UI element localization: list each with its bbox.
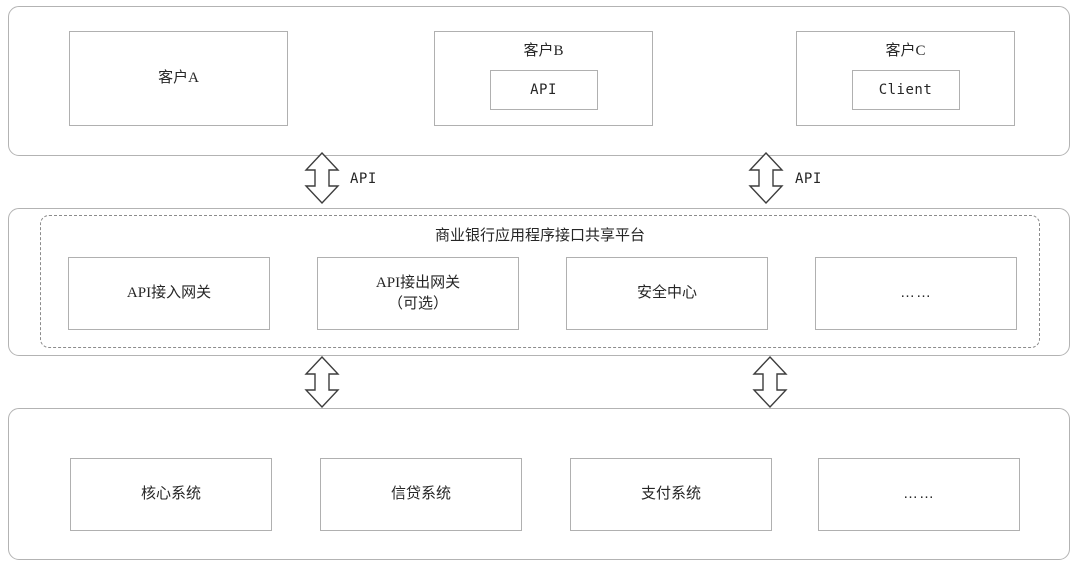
client-box-c[interactable]: 客户C Client [796, 31, 1015, 126]
platform-module-label: API接出网关 （可选） [375, 275, 461, 312]
system-box-more[interactable]: …… [818, 458, 1020, 531]
double-arrow-icon-platform-systems-left [304, 356, 340, 408]
system-box-payment[interactable]: 支付系统 [570, 458, 772, 531]
platform-module-api-egress-gateway[interactable]: API接出网关 （可选） [317, 257, 519, 330]
platform-module-label: 安全中心 [636, 285, 697, 302]
client-b-api-box[interactable]: API [489, 70, 598, 110]
system-label: 信贷系统 [390, 486, 451, 503]
system-label: 核心系统 [140, 486, 201, 503]
system-ellipsis-label: …… [903, 485, 935, 503]
client-b-label: 客户B [523, 43, 564, 59]
platform-title: 商业银行应用程序接口共享平台 [434, 228, 645, 244]
connector-label-api-right: API [795, 171, 822, 187]
client-box-a[interactable]: 客户A [69, 31, 288, 126]
client-box-b[interactable]: 客户B API [434, 31, 653, 126]
client-c-label: 客户C [885, 43, 926, 59]
double-arrow-icon-clients-platform-right [748, 152, 784, 204]
platform-module-label: API接入网关 [126, 285, 212, 302]
system-box-core[interactable]: 核心系统 [70, 458, 272, 531]
platform-module-api-ingress-gateway[interactable]: API接入网关 [68, 257, 270, 330]
client-c-client-box[interactable]: Client [851, 70, 960, 110]
connector-label-api-left: API [350, 171, 377, 187]
client-a-label: 客户A [158, 70, 199, 87]
double-arrow-icon-clients-platform-left [304, 152, 340, 204]
system-label: 支付系统 [640, 486, 701, 503]
platform-dashed-frame [40, 215, 1040, 348]
platform-module-security-center[interactable]: 安全中心 [566, 257, 768, 330]
platform-module-more[interactable]: …… [815, 257, 1017, 330]
system-box-credit[interactable]: 信贷系统 [320, 458, 522, 531]
double-arrow-icon-platform-systems-right [752, 356, 788, 408]
platform-module-ellipsis-label: …… [900, 284, 932, 302]
